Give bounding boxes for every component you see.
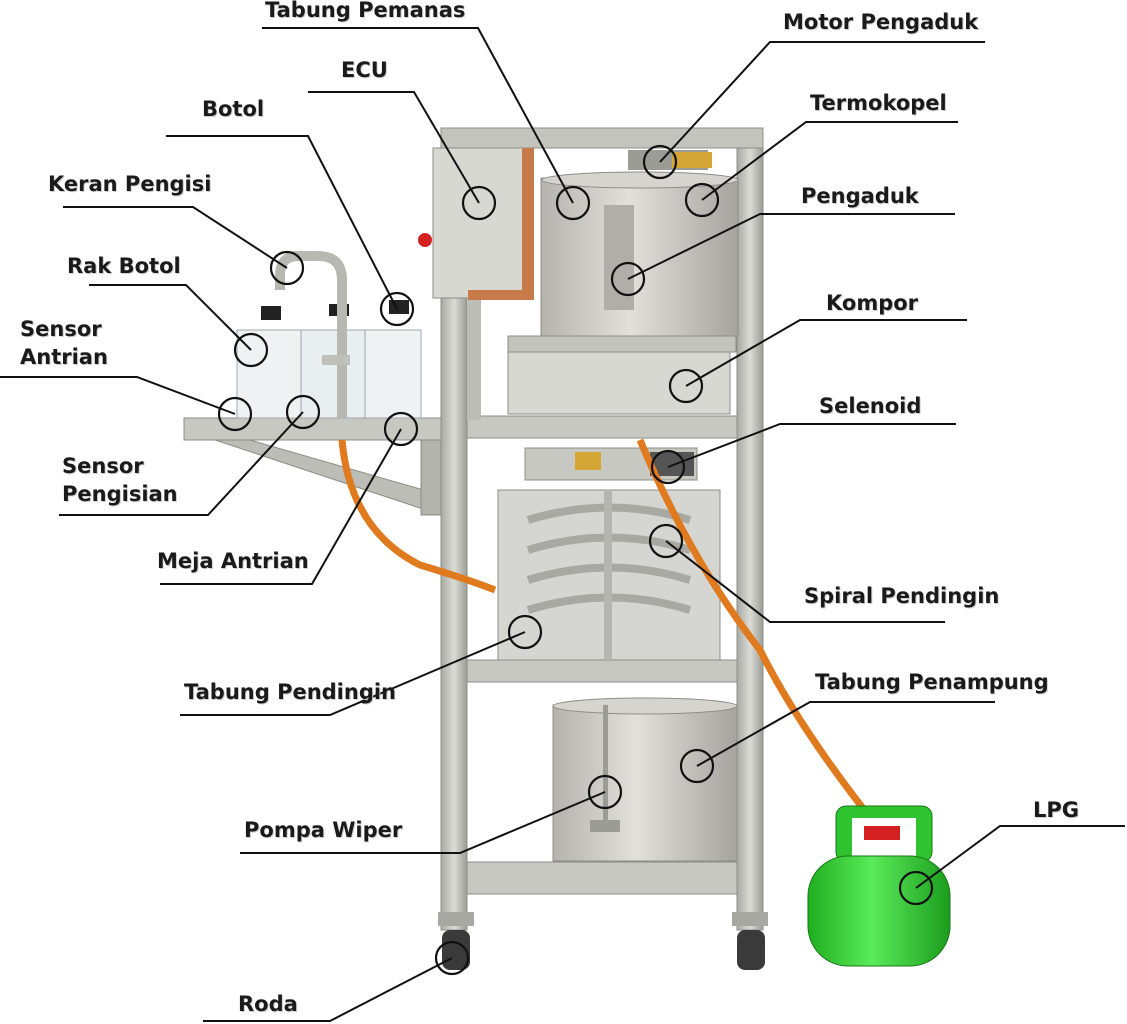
label-meja-antrian: Meja Antrian [157,549,309,573]
label-motor-pengaduk: Motor Pengaduk [783,10,979,34]
wheels [438,912,768,970]
label-sensor-antrian-line1: Sensor [20,317,102,341]
solenoid [524,447,698,481]
label-sensor-pengisian: Sensor Pengisian [62,452,178,508]
label-lpg: LPG [1033,798,1080,822]
label-roda: Roda [238,992,298,1016]
receiving-tank [552,697,738,862]
label-ecu: ECU [341,58,388,82]
leader-lines [0,27,1125,1022]
lpg-cylinder [807,805,951,967]
label-selenoid: Selenoid [819,394,922,418]
label-tabung-pemanas: Tabung Pemanas [265,0,466,22]
label-sensor-pengisian-line1: Sensor [62,454,144,478]
label-tabung-penampung: Tabung Penampung [815,670,1049,694]
label-keran-pengisi: Keran Pengisi [48,172,212,196]
label-sensor-antrian: Sensor Antrian [20,315,108,371]
label-pengaduk: Pengaduk [801,184,919,208]
label-sensor-antrian-line2: Antrian [20,345,108,369]
label-termokopel: Termokopel [810,91,947,115]
ecu-box [418,147,534,300]
gas-hose [338,438,883,833]
label-pompa-wiper: Pompa Wiper [244,818,403,842]
cooling-tank [497,489,721,661]
callout-circles [217,144,934,976]
label-tabung-pendingin: Tabung Pendingin [184,680,397,704]
label-sensor-pengisian-line2: Pengisian [62,482,178,506]
label-kompor: Kompor [826,291,919,315]
label-spiral-pendingin: Spiral Pendingin [804,584,1000,608]
filling-tap [275,251,350,418]
stove [507,335,737,415]
label-botol: Botol [202,97,265,121]
label-rak-botol: Rak Botol [67,254,181,278]
heating-tank [540,150,739,337]
